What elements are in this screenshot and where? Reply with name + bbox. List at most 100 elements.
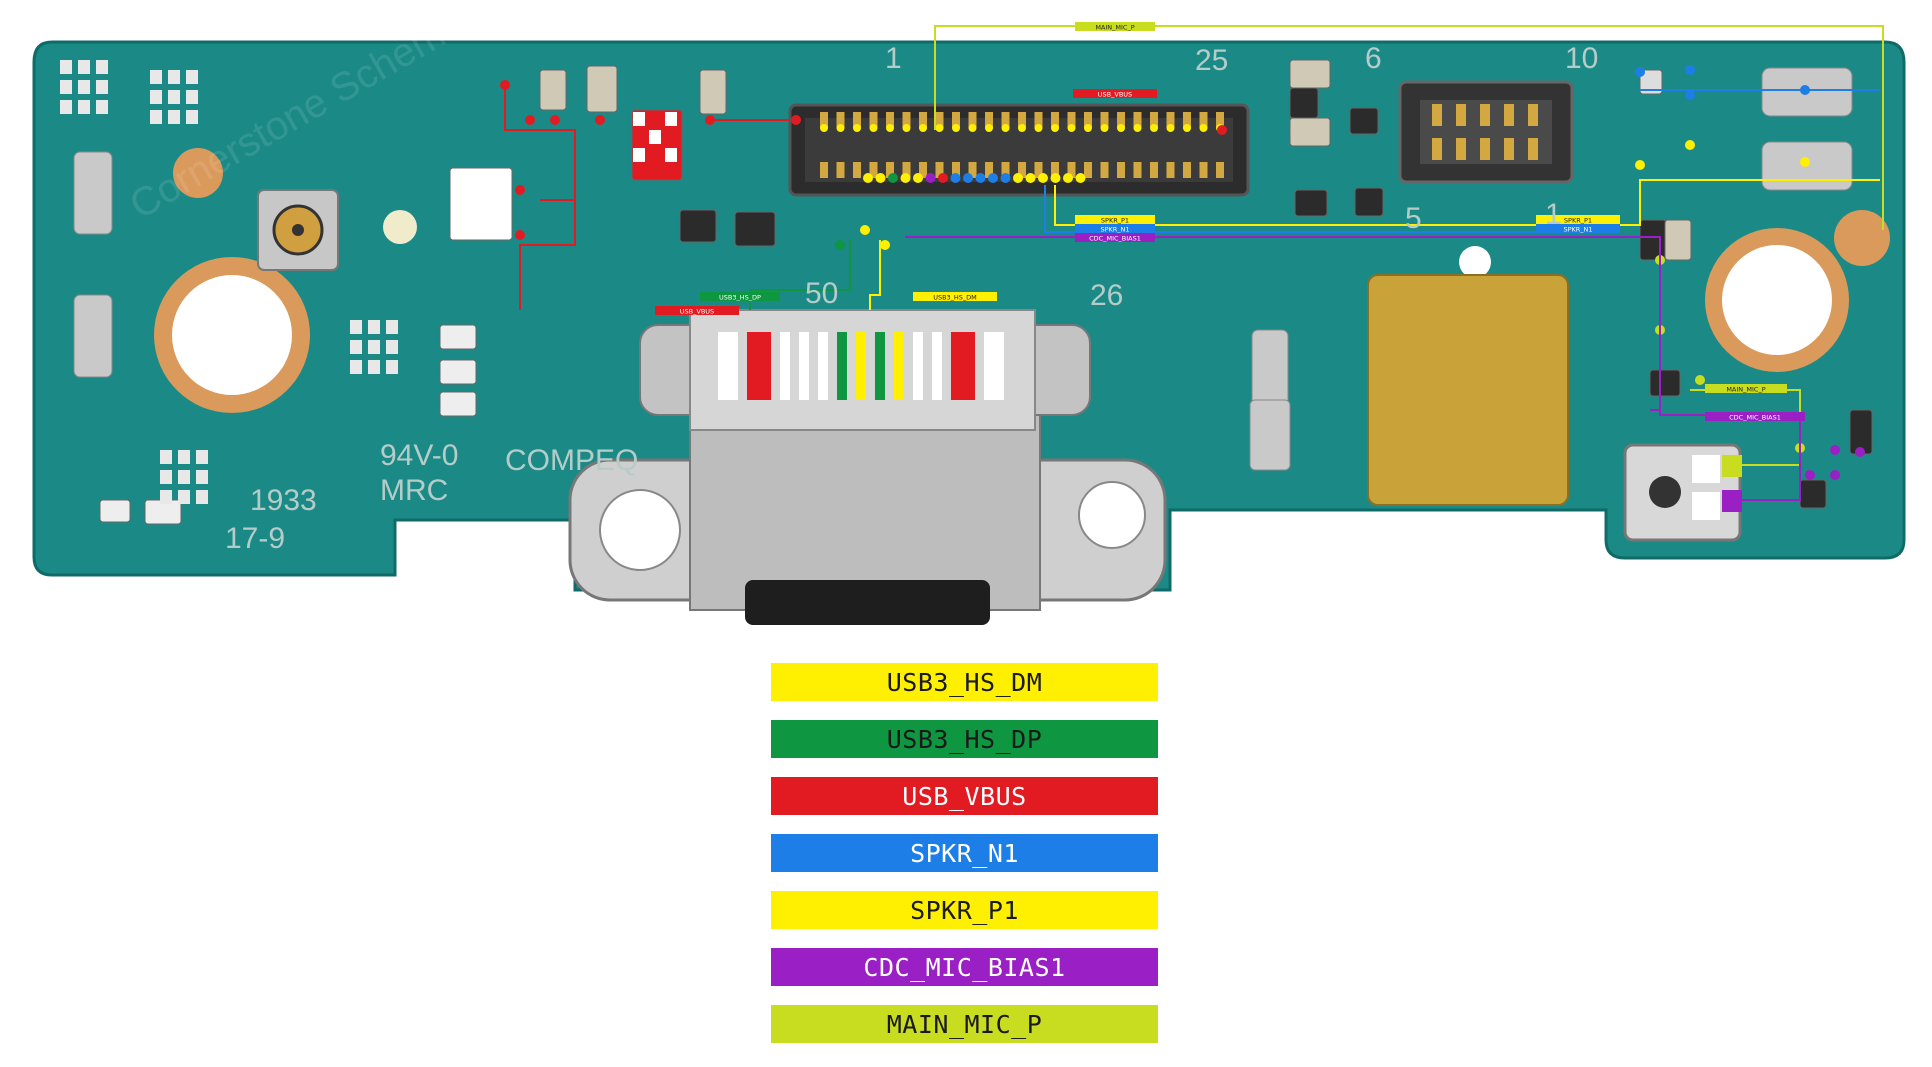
microphone — [1623, 443, 1742, 542]
b2b-pin-bottom — [1150, 162, 1158, 178]
probe-dot — [1001, 124, 1010, 132]
pad — [96, 80, 108, 94]
smd-component — [1349, 107, 1379, 135]
smd-component — [734, 211, 776, 247]
b2b-pin-top — [1183, 112, 1191, 128]
pad — [78, 80, 90, 94]
probe-dot — [863, 173, 873, 183]
spring-contact-3 — [1251, 329, 1289, 411]
probe-dot — [1150, 124, 1158, 132]
pad — [633, 112, 645, 126]
smd-component — [679, 209, 717, 243]
net-tag-bg — [1705, 412, 1805, 421]
legend-item: CDC_MIC_BIAS1 — [771, 948, 1158, 986]
pad — [196, 450, 208, 464]
fiducial — [383, 210, 417, 244]
net-tag-bg — [1073, 89, 1157, 98]
probe-dot — [1695, 375, 1705, 385]
smd-component — [631, 109, 683, 181]
pad — [150, 90, 162, 104]
small-hole — [1459, 246, 1491, 278]
probe-dot — [985, 124, 993, 132]
pad — [665, 148, 677, 162]
pad — [350, 320, 362, 334]
pad — [186, 70, 198, 84]
b2b-pin-top — [968, 112, 977, 128]
b2b-pin-bottom — [1018, 162, 1026, 178]
net-tag-label: SPKR_P1 — [1101, 217, 1129, 225]
probe-dot — [835, 240, 845, 250]
pad — [196, 470, 208, 484]
b2b-pin-bottom — [985, 162, 993, 178]
b2b-pin-bottom — [935, 162, 944, 178]
probe-dot — [1051, 124, 1059, 132]
net-tag-bg — [913, 292, 997, 301]
pad — [665, 112, 677, 126]
b2b-pin-bottom — [853, 162, 861, 178]
b2b-pin-top — [1133, 112, 1142, 128]
legend-item: SPKR_N1 — [771, 834, 1158, 872]
net-tag-label: CDC_MIC_BIAS1 — [1729, 414, 1781, 422]
silk-pin-25: 25 — [1195, 44, 1228, 77]
pad — [160, 490, 172, 504]
net-tag-bg — [1075, 233, 1155, 242]
probe-dot — [1685, 90, 1695, 100]
b2b-pin-top — [1100, 112, 1109, 128]
pad — [160, 470, 172, 484]
smd-component — [449, 167, 513, 241]
smd-component — [1649, 369, 1681, 397]
b2b-pin-top — [935, 112, 944, 128]
probe-dot — [1133, 124, 1142, 132]
pad — [168, 70, 180, 84]
probe-dot — [925, 173, 936, 183]
conn-pin — [1480, 138, 1490, 160]
b2b-pin-top — [1150, 112, 1158, 128]
smd-component — [1289, 59, 1331, 89]
net-tag-label: USB3_HS_DP — [719, 294, 761, 302]
b2b-pin-bottom — [1117, 162, 1125, 178]
probe-dot — [1050, 173, 1061, 183]
probe-dot — [880, 240, 890, 250]
net-tag-label: MAIN_MIC_P — [1726, 386, 1765, 394]
b2b-pin-bottom — [1166, 162, 1175, 178]
probe-dot — [791, 115, 801, 125]
pad — [649, 130, 661, 144]
pad — [368, 360, 380, 374]
probe-dot — [525, 115, 535, 125]
silk-pin-6: 6 — [1365, 42, 1382, 75]
b2b-pin-top — [820, 112, 828, 128]
probe-dot — [1183, 124, 1191, 132]
net-tag-bg — [1536, 215, 1620, 224]
probe-dot — [550, 115, 560, 125]
probe-dot — [836, 124, 845, 132]
usb-c-pad — [984, 332, 1004, 400]
pad — [178, 490, 190, 504]
smd-component — [1294, 189, 1328, 217]
conn-pin — [1456, 104, 1466, 126]
net-tag-label: SPKR_P1 — [1564, 217, 1592, 225]
spring-contact-4 — [1249, 399, 1291, 471]
b2b-pin-bottom — [1100, 162, 1109, 178]
net-tag-bg — [1075, 22, 1155, 31]
coax-connector — [257, 189, 339, 271]
probe-dot — [853, 124, 861, 132]
net-traces — [504, 25, 1884, 501]
b2b-pin-top — [1084, 112, 1092, 128]
probe-dot — [1038, 173, 1048, 183]
pad — [78, 60, 90, 74]
silk-maker: COMPEQ — [505, 444, 638, 477]
probe-dot — [1100, 124, 1109, 132]
b2b-pin-bottom — [902, 162, 911, 178]
silk-rating: 94V-0 — [380, 439, 458, 472]
probe-dot — [595, 115, 605, 125]
net-tag-label: USB_VBUS — [1098, 91, 1132, 99]
probe-dot — [1000, 173, 1011, 183]
probe-dot — [888, 173, 898, 183]
smd-component — [439, 324, 477, 350]
probe-dot — [963, 173, 973, 183]
net-tag-bg — [700, 292, 780, 301]
pad — [665, 130, 677, 144]
pad — [649, 112, 661, 126]
pad — [386, 340, 398, 354]
